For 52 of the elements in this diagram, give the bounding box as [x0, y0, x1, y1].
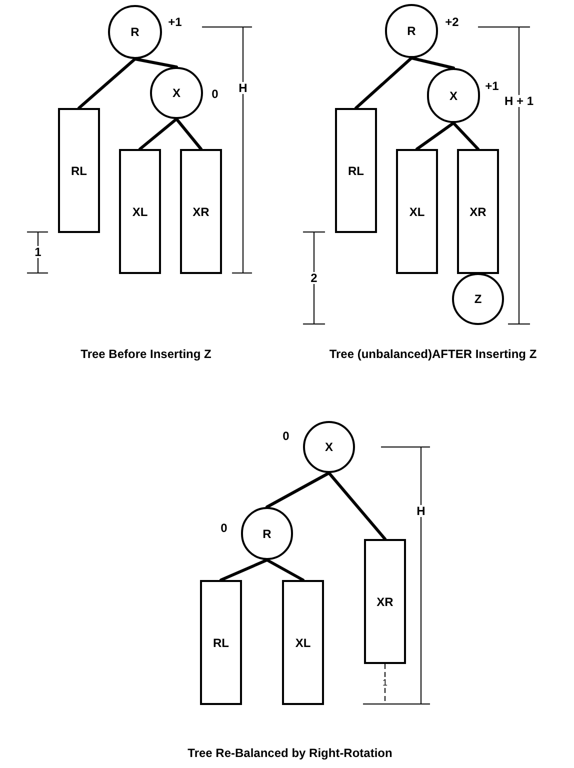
node-label: XR	[192, 206, 210, 218]
balance-factor: +2	[445, 16, 459, 28]
node-label: RL	[71, 164, 87, 176]
balance-factor: +1	[168, 16, 182, 28]
tree-edge	[138, 118, 178, 150]
node-label: R	[130, 26, 140, 38]
balance-factor: 0	[212, 88, 218, 100]
node-label: XL	[132, 206, 148, 218]
figure-caption: Tree Re-Balanced by Right-Rotation	[188, 747, 392, 759]
tree-edge	[354, 56, 413, 110]
tree-edge	[78, 58, 136, 110]
subtree-box	[335, 108, 377, 233]
subtree-box	[457, 149, 499, 274]
dimension-label: 1	[34, 246, 42, 258]
tree-edge	[328, 472, 386, 540]
node-label: R	[407, 25, 416, 37]
subtree-box	[200, 580, 242, 705]
node-label: X	[172, 87, 180, 99]
subtree-box	[396, 149, 438, 274]
tree-edge	[416, 122, 455, 150]
node-label: X	[324, 441, 333, 453]
tree-edge	[175, 118, 202, 150]
node-label: X	[449, 90, 458, 102]
node-label: RL	[213, 636, 229, 648]
node-label: RL	[348, 164, 364, 176]
subtree-box	[119, 149, 161, 274]
subtree-box	[282, 580, 324, 705]
figure-caption: Tree Before Inserting Z	[80, 348, 212, 360]
subtree-box	[364, 539, 406, 664]
balance-factor: 0	[282, 430, 290, 442]
tree-edge	[266, 472, 330, 508]
tree-edge	[452, 122, 480, 150]
node-label: Z	[474, 293, 482, 305]
tree-edge	[134, 58, 178, 68]
subtree-box	[58, 108, 100, 233]
balance-factor: 0	[220, 522, 228, 534]
figure-caption: Tree (unbalanced)AFTER Inserting Z	[329, 348, 537, 360]
node-label: XR	[470, 206, 486, 218]
dimension-label: 1	[382, 678, 388, 688]
dimension-label: H	[238, 82, 248, 94]
node-label: R	[262, 528, 272, 540]
node-label: XR	[376, 596, 394, 608]
dimension-label: H + 1	[504, 95, 534, 107]
balance-factor: +1	[485, 80, 499, 92]
tree-edge	[266, 558, 304, 582]
node-label: XL	[409, 206, 425, 218]
subtree-box	[180, 149, 222, 274]
dimension-label: H	[416, 505, 426, 517]
node-label: XL	[295, 636, 311, 648]
tree-edge	[410, 56, 455, 70]
dimension-label: 2	[310, 272, 318, 284]
tree-edge	[220, 558, 268, 582]
